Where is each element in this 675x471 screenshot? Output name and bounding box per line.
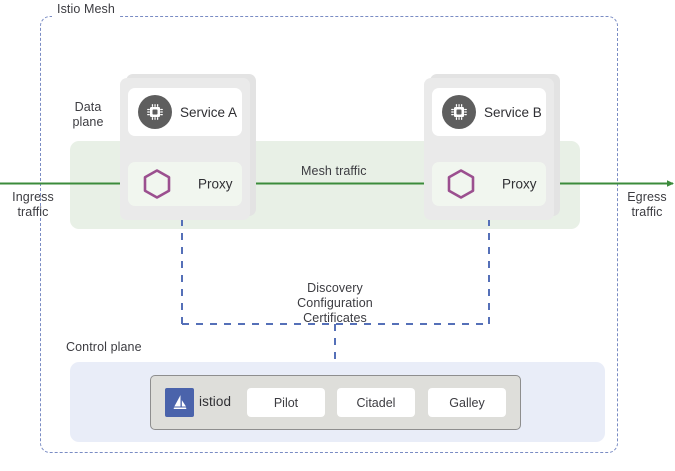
control-plane-label: Control plane [66, 340, 142, 354]
pod-b-service-label: Service B [484, 104, 542, 120]
mesh-traffic-label: Mesh traffic [301, 164, 367, 178]
chip-icon [442, 95, 476, 129]
control-plane-component-label: Citadel [356, 395, 396, 410]
control-plane-component-galley[interactable]: Galley [428, 388, 506, 417]
hexagon-icon [444, 167, 478, 201]
control-plane-component-citadel[interactable]: Citadel [337, 388, 415, 417]
pod-a-service-card[interactable]: Service A [128, 88, 242, 136]
hexagon-icon [140, 167, 174, 201]
pod-b-proxy-card[interactable]: Proxy [432, 162, 546, 206]
pod-a-card[interactable]: Service A Proxy [120, 78, 250, 220]
control-plane-component-label: Pilot [273, 395, 299, 410]
chip-icon [138, 95, 172, 129]
istio-sail-icon [165, 388, 194, 417]
pod-b-service-card[interactable]: Service B [432, 88, 546, 136]
pod-a-proxy-card[interactable]: Proxy [128, 162, 242, 206]
pod-a-service-label: Service A [180, 104, 238, 120]
pod-b-card[interactable]: Service B Proxy [424, 78, 554, 220]
pod-b-proxy-label: Proxy [502, 176, 537, 192]
istiod-label: istiod [199, 394, 232, 409]
control-flow-label: Discovery Configuration Certificates [297, 281, 373, 325]
egress-traffic-label: Egress traffic [627, 190, 667, 219]
ingress-traffic-label: Ingress traffic [12, 190, 54, 219]
istio-mesh-label: Istio Mesh [52, 2, 120, 17]
control-plane-component-pilot[interactable]: Pilot [247, 388, 325, 417]
data-plane-label: Data plane [72, 100, 104, 129]
control-plane-component-label: Galley [449, 395, 485, 410]
pod-a-proxy-label: Proxy [198, 176, 233, 192]
istio-mesh-boundary [40, 16, 618, 453]
